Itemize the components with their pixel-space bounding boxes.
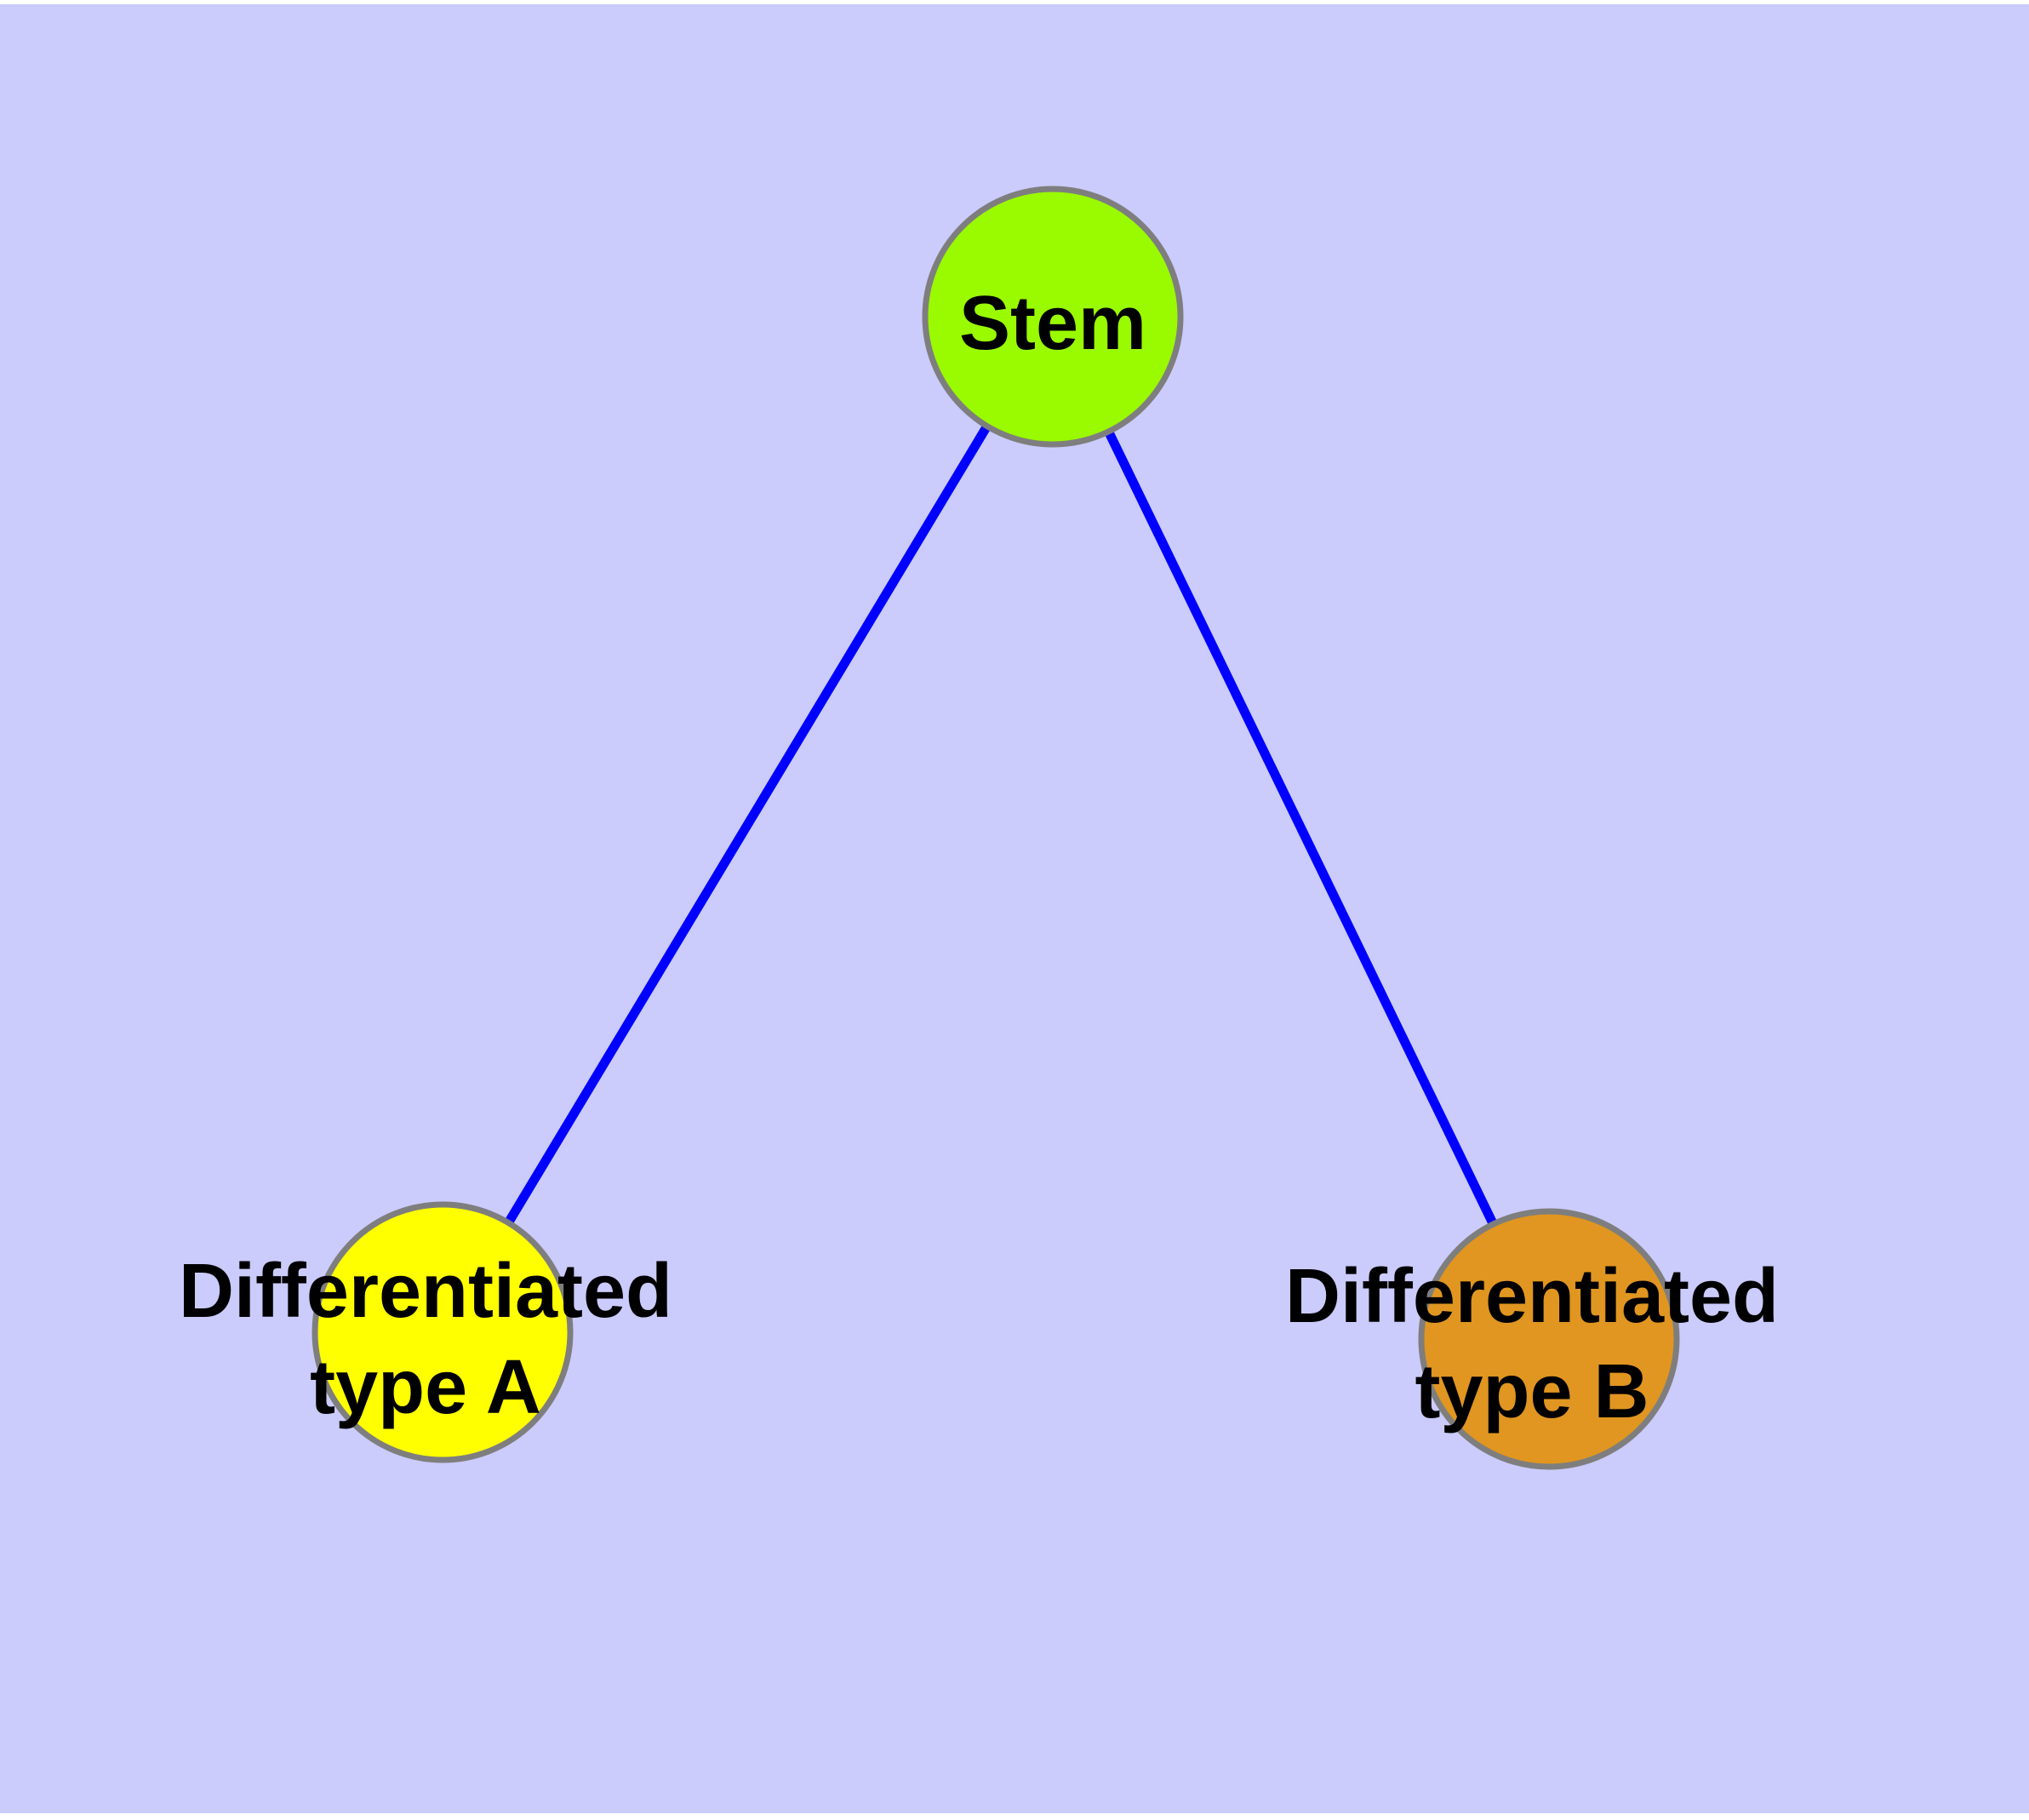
node-type-a-circle: [311, 1201, 574, 1463]
edge-stem-to-type-a: [438, 314, 1057, 1335]
node-stem-circle: [922, 186, 1184, 448]
node-type-b: Differentiated type B: [1285, 1208, 1779, 1470]
node-stem: Stem: [922, 186, 1184, 448]
node-type-b-circle: [1418, 1208, 1680, 1470]
node-type-b-label-line1: Differentiated: [1285, 1254, 1779, 1339]
node-stem-label: Stem: [959, 281, 1146, 366]
node-type-b-label-line2: type B: [1415, 1349, 1649, 1434]
node-type-a: Differentiated type A: [179, 1201, 672, 1463]
node-type-a-label-line1: Differentiated: [179, 1249, 672, 1334]
edge-stem-to-type-b: [1049, 314, 1553, 1342]
node-type-a-label-line2: type A: [310, 1345, 541, 1430]
